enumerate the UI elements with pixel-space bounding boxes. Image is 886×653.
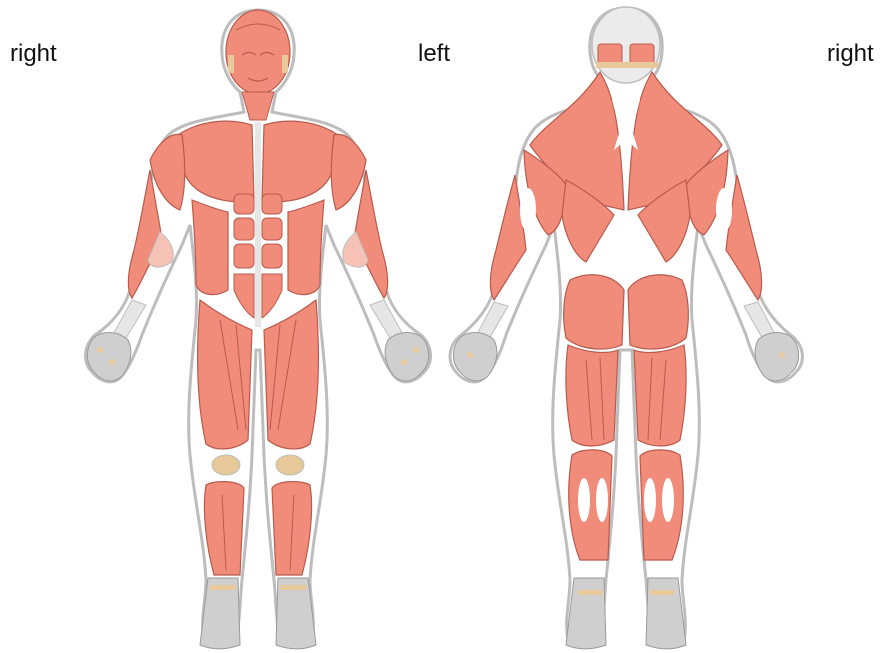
back-feet [566, 578, 686, 649]
back-head [592, 7, 660, 83]
